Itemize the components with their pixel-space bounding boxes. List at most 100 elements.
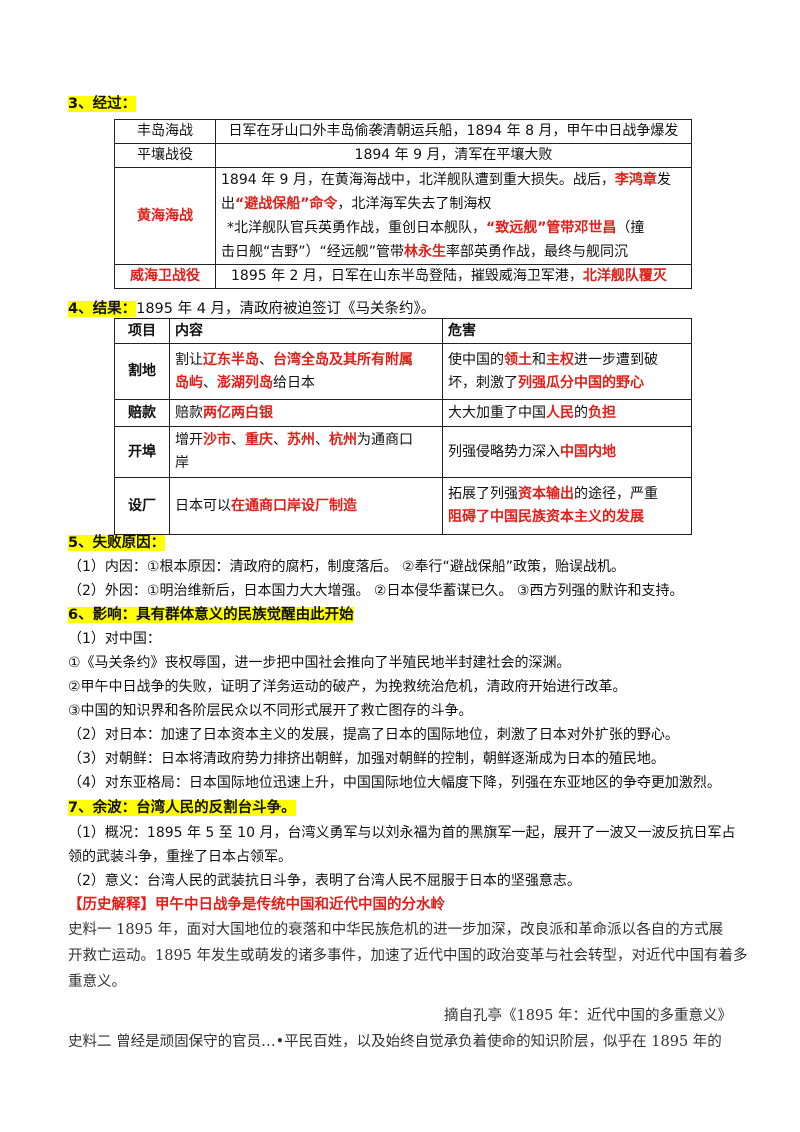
text-line: （3）对朝鲜：日本将清政府势力排挤出朝鲜，加强对朝鲜的控制，朝鲜逐渐成为日本的殖… (68, 751, 665, 767)
row-content: 增开沙市、重庆、苏州、杭州为通商口 岸 (169, 426, 443, 478)
text: 赔款 (175, 404, 203, 421)
text-line: （2）外因：①明治维新后，日本国力大大增强。 ②日本侵华蓄谋已久。 ③西方列强的… (68, 583, 684, 599)
treaty-table: 项目 内容 危害 割地 割让辽东半岛、台湾全岛及其所有附属 岛屿、澎湖列岛给日本… (114, 318, 692, 535)
desc-line: 出“避战保船”命令，北洋海军失去了制海权 (221, 192, 686, 216)
text: 击日舰“吉野”）“经远舰”管带 (221, 244, 405, 260)
highlight-text: “避战保船”命令 (235, 196, 338, 212)
source-citation: 摘自孔亭《1895 年：近代中国的多重意义》 (443, 1008, 732, 1024)
text: 日本可以 (175, 497, 231, 514)
text-line: 领的武装斗争，重挫了日本占领军。 (68, 849, 292, 865)
highlight-text: 沙市 (203, 432, 231, 448)
row-item: 设厂 (114, 477, 170, 535)
text: 、 (231, 432, 245, 448)
text: 大大加重了中国 (448, 404, 546, 421)
highlight-text: 杭州 (329, 432, 357, 448)
text-line: 重意义。 (68, 974, 126, 990)
highlight-text: 阻碍了中国民族资本主义的发展 (448, 509, 644, 525)
desc-line: 1894 年 9 月，在黄海海战中，北洋舰队遭到重大损失。战后，李鸿章发 (221, 168, 686, 192)
battle-name: 平壤战役 (114, 143, 216, 168)
table-row: 赔款 赔款两亿两白银 大大加重了中国人民的负担 (114, 399, 692, 427)
text: 、 (203, 374, 217, 391)
battles-table: 丰岛海战 日军在牙山口外丰岛偷袭清朝运兵船，1894 年 8 月，甲午中日战争爆… (114, 119, 692, 289)
text: 1895 年 2 月，日军在山东半岛登陆，摧毁威海卫军港， (231, 268, 583, 284)
highlight-text: 主权 (546, 351, 574, 368)
text: （撞 (616, 220, 645, 236)
text: *北洋舰队官兵英勇作战，重创日本舰队， (227, 220, 486, 236)
highlight-text: 台湾全岛及其所有附属 (273, 351, 413, 368)
col-header-harm: 危害 (442, 318, 692, 344)
highlight-text: 在通商口岸设厂制造 (231, 497, 357, 514)
text: 、 (315, 432, 329, 448)
battle-desc: 1895 年 2 月，日军在山东半岛登陆，摧毁威海卫军港，北洋舰队覆灭 (215, 264, 692, 289)
battle-desc: 日军在牙山口外丰岛偷袭清朝运兵船，1894 年 8 月，甲午中日战争爆发 (215, 119, 692, 144)
table-header-row: 项目 内容 危害 (114, 318, 692, 344)
row-harm: 列强侵略势力深入中国内地 (442, 426, 692, 478)
text-line: 开救亡运动。1895 年发生或萌发的诸多事件，加速了近代中国的政治变革与社会转型… (68, 948, 748, 964)
section-3-heading: 3、经过： (68, 94, 137, 114)
battle-name: 丰岛海战 (114, 119, 216, 144)
highlight-text: 中国内地 (560, 443, 616, 460)
section-6-heading: 6、影响：具有群体意义的民族觉醒由此开始 (68, 605, 354, 625)
text: 割让 (175, 351, 203, 368)
text: 1894 年 9 月，在黄海海战中，北洋舰队遭到重大损失。战后， (221, 172, 615, 188)
table-row: 开埠 增开沙市、重庆、苏州、杭州为通商口 岸 列强侵略势力深入中国内地 (114, 426, 692, 478)
table-row: 割地 割让辽东半岛、台湾全岛及其所有附属 岛屿、澎湖列岛给日本 使中国的领土和主… (114, 343, 692, 400)
highlight-text: 澎湖列岛 (217, 374, 273, 391)
row-content: 赔款两亿两白银 (169, 399, 443, 427)
table-row: 平壤战役 1894 年 9 月，清军在平壤大败 (114, 143, 692, 168)
battle-desc: 1894 年 9 月，清军在平壤大败 (215, 143, 692, 168)
highlight-text: 重庆 (245, 432, 273, 448)
text: 、 (259, 351, 273, 368)
highlight-text: 李鸿章 (614, 172, 657, 188)
text: 给日本 (273, 374, 315, 391)
section-4-text: 1895 年 4 月，清政府被迫签订《马关条约》。 (136, 301, 436, 317)
highlight-text: 林永生 (404, 244, 447, 260)
highlight-text: “致远舰”管带邓世昌 (486, 220, 617, 236)
text: 发 (656, 172, 671, 188)
text: 为通商口 (357, 432, 413, 448)
row-harm: 使中国的领土和主权进一步遭到破 坏，刺激了列强瓜分中国的野心 (442, 343, 692, 400)
text: ，北洋海军失去了制海权 (337, 196, 492, 212)
text: 进一步遭到破 (574, 351, 658, 368)
text-line: （1）概况：1895 年 5 至 10 月，台湾义勇军与以刘永福为首的黑旗军一起… (68, 825, 736, 841)
highlight-text: 负担 (588, 404, 616, 421)
table-row: 黄海海战 1894 年 9 月，在黄海海战中，北洋舰队遭到重大损失。战后，李鸿章… (114, 167, 692, 265)
row-item: 开埠 (114, 426, 170, 478)
text-line: （1）内因：①根本原因：清政府的腐朽，制度落后。 ②奉行“避战保船”政策，贻误战… (68, 559, 625, 575)
section-6-title: 6、影响：具有群体意义的民族觉醒由此开始 (68, 607, 354, 623)
text: 使中国的 (448, 351, 504, 368)
section-5-heading: 5、失败原因： (68, 533, 166, 553)
row-harm: 拓展了列强资本输出的途径，严重 阻碍了中国民族资本主义的发展 (442, 477, 692, 535)
battle-name: 威海卫战役 (114, 264, 216, 289)
text-line: （2）对日本：加速了日本资本主义的发展，提高了日本的国际地位，刺激了日本对外扩张… (68, 727, 679, 743)
text: 出 (221, 196, 235, 212)
text: 率部英勇作战，最终与舰同沉 (446, 244, 629, 260)
highlight-text: 苏州 (287, 432, 315, 448)
table-row: 设厂 日本可以在通商口岸设厂制造 拓展了列强资本输出的途径，严重 阻碍了中国民族… (114, 477, 692, 535)
text-line: （4）对东亚格局：日本国际地位迅速上升，中国国际地位大幅度下降，列强在东亚地区的… (68, 775, 721, 791)
battle-desc: 1894 年 9 月，在黄海海战中，北洋舰队遭到重大损失。战后，李鸿章发 出“避… (215, 167, 692, 265)
highlight-text: 两亿两白银 (203, 404, 273, 421)
text-line: ②甲午中日战争的失败，证明了洋务运动的破产，为挽救统治危机，清政府开始进行改革。 (68, 679, 627, 695)
highlight-text: 列强瓜分中国的野心 (518, 374, 644, 391)
section-4-heading: 4、结果：1895 年 4 月，清政府被迫签订《马关条约》。 (68, 299, 435, 319)
text: 、 (273, 432, 287, 448)
text-line: （1）对中国： (68, 631, 161, 647)
col-header-item: 项目 (114, 318, 170, 344)
section-4-title: 4、结果： (68, 301, 137, 317)
text-line: ①《马关条约》丧权辱国，进一步把中国社会推向了半殖民地半封建社会的深渊。 (68, 655, 571, 671)
text: 的途径，严重 (574, 486, 658, 502)
highlight-text: 岛屿 (175, 374, 203, 391)
text: 岸 (175, 455, 189, 471)
row-item: 赔款 (114, 399, 170, 427)
history-heading: 【历史解释】甲午中日战争是传统中国和近代中国的分水岭 (68, 895, 445, 915)
section-3-title: 3、经过： (68, 96, 137, 112)
text-line: （2）意义：台湾人民的武装抗日斗争，表明了台湾人民不屈服于日本的坚强意志。 (68, 873, 581, 889)
text-line: 史料二 曾经是顽固保守的官员…•平民百姓，以及始终自觉承负着使命的知识阶层，似乎… (68, 1034, 722, 1050)
col-header-content: 内容 (169, 318, 443, 344)
text: 增开 (175, 432, 203, 448)
desc-line: 击日舰“吉野”）“经远舰”管带林永生率部英勇作战，最终与舰同沉 (221, 240, 686, 264)
row-content: 割让辽东半岛、台湾全岛及其所有附属 岛屿、澎湖列岛给日本 (169, 343, 443, 400)
history-title: 【历史解释】甲午中日战争是传统中国和近代中国的分水岭 (68, 897, 445, 913)
